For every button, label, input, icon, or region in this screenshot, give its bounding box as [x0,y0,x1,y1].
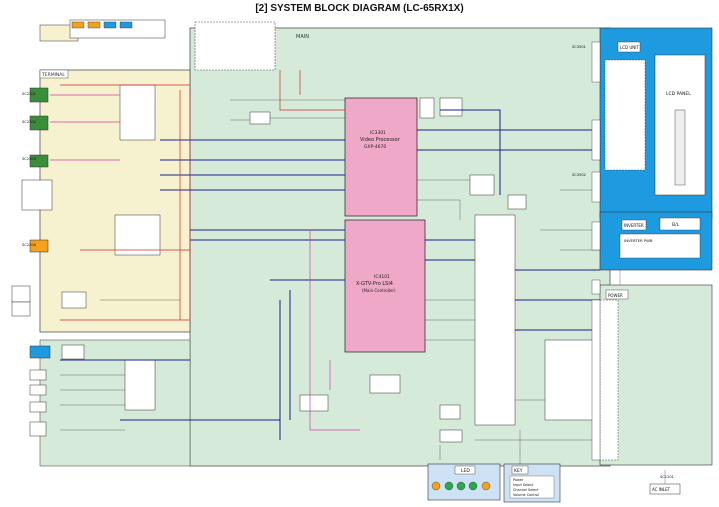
video-processor-part: GXP-4670 [364,144,386,150]
inverter-label: INVERTER [624,223,644,228]
inverter-pwb-label: INVERTER PWB [624,238,653,243]
ref-label: SC2204 [22,243,37,247]
ac-inlet-label: AC INLET [652,487,671,492]
video-processor-name: Video Processor [360,137,401,143]
signal-lines-magenta [50,94,360,431]
input-jacks [11,87,53,437]
ref-label: SC2201 [22,92,36,96]
video-processor-ref: IC3301 [370,130,386,136]
diagram-title: [2] SYSTEM BLOCK DIAGRAM (LC-65RX1X) [255,3,464,14]
main-board-label: MAIN [296,34,309,40]
lcd-unit-label: LCD UNIT [620,45,639,50]
signal-bus-dark [60,109,600,440]
signal-lines-thin [60,99,666,484]
ref-label: SC1201 [660,475,674,479]
ref-label: SC3502 [572,173,586,177]
main-soc-ref: IC4101 [374,274,390,280]
terminal-section-lower [39,339,191,467]
key-item-input: Input Select [513,483,534,487]
ref-label: SC2202 [22,120,36,124]
power-label: POWER [608,293,623,298]
backlight-label: B/L [672,222,680,228]
sub-board-top-left-2 [69,19,166,39]
ref-label: SC2203 [22,157,36,161]
main-soc-name: X-GTV-Pro LSI4 [356,281,393,287]
terminal-label: TERMINAL [41,72,65,78]
ref-label: SC3501 [572,45,586,49]
sub-board-top-mid [194,21,276,71]
main-soc-sub: (Main Controller) [362,288,396,293]
key-label: KEY [514,468,523,474]
main-soc-chip [344,219,426,353]
key-item-power: Power [513,478,524,482]
board-connectors [591,41,601,461]
terminal-section [39,69,191,333]
key-item-volume: Volume Control [513,493,539,497]
video-processor-chip [344,97,418,217]
led-label: LED [461,468,470,474]
signal-lines-red [60,70,345,321]
key-item-channel: Channel Select [513,488,539,492]
power-section [599,284,713,466]
lcd-panel-label: LCD PANEL [666,91,691,97]
